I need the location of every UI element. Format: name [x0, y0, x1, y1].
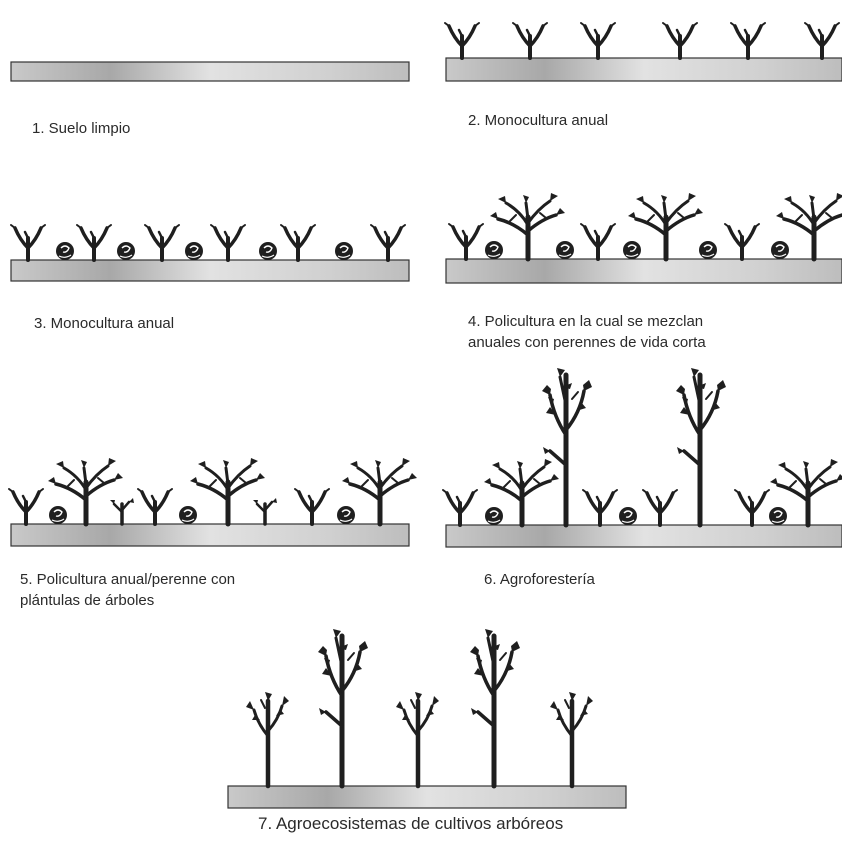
tree-icon	[318, 629, 368, 786]
cabbage-icon	[334, 241, 354, 261]
panel-3-annual-monoculture-mixed	[9, 223, 410, 282]
annual-seedling-icon	[136, 487, 174, 526]
annual-seedling-icon	[661, 21, 699, 60]
cabbage-icon	[178, 505, 198, 525]
panel-7-tree-crop-agroecosystems	[227, 629, 627, 809]
panel-4-annual-perennial-polyculture	[445, 193, 842, 284]
cabbage-icon	[258, 241, 278, 261]
cabbage-icon	[555, 240, 575, 260]
perennial-shrub-icon	[190, 458, 265, 524]
cabbage-icon	[768, 506, 788, 526]
panel-2-caption: 2. Monocultura anual	[468, 112, 609, 129]
panel-3-caption: 3. Monocultura anual	[34, 315, 175, 332]
cabbage-icon	[770, 240, 790, 260]
cabbage-icon	[484, 506, 504, 526]
cabbage-icon	[698, 240, 718, 260]
panel-1-clean-soil	[10, 61, 410, 82]
panel-7-caption: 7. Agroecosistemas de cultivos arbóreos	[258, 814, 564, 833]
soil-strip	[10, 259, 410, 282]
annual-seedling-icon	[723, 222, 761, 261]
soil-strip	[10, 61, 410, 82]
soil-strip	[227, 785, 627, 809]
annual-seedling-icon	[579, 222, 617, 261]
tree-icon	[246, 692, 289, 786]
caption-line: plántulas de árboles	[20, 592, 155, 609]
cabbage-icon	[116, 241, 136, 261]
cabbage-icon	[484, 240, 504, 260]
tree-seedling-icon	[108, 496, 136, 526]
caption-line: anuales con perennes de vida corta	[468, 334, 706, 351]
soil-strip	[445, 57, 842, 82]
panel-5-caption: 5. Policultura anual/perenne con plántul…	[20, 569, 235, 611]
soil-strip	[445, 258, 842, 284]
soil-strip	[10, 523, 410, 547]
annual-seedling-icon	[209, 223, 247, 262]
tree-seedling-icon	[251, 496, 279, 526]
annual-seedling-icon	[369, 223, 407, 262]
cabbage-icon	[184, 241, 204, 261]
cabbage-icon	[622, 240, 642, 260]
panel-6-agroforestry	[441, 368, 842, 548]
panel-1-caption: 1. Suelo limpio	[32, 120, 131, 137]
tree-icon	[542, 368, 592, 525]
tree-icon	[470, 629, 520, 786]
cabbage-icon	[336, 505, 356, 525]
annual-seedling-icon	[641, 488, 679, 527]
caption-line: 5. Policultura anual/perenne con	[20, 571, 236, 588]
annual-seedling-icon	[733, 488, 771, 527]
panel-6-caption: 6. Agroforestería	[484, 571, 595, 588]
annual-seedling-icon	[447, 222, 485, 261]
annual-seedling-icon	[293, 487, 331, 526]
annual-seedling-icon	[579, 21, 617, 60]
annual-seedling-icon	[511, 21, 549, 60]
panel-4-caption: 4. Policultura en la cual se mezclan anu…	[468, 311, 706, 353]
annual-seedling-icon	[803, 21, 841, 60]
tree-icon	[396, 692, 439, 786]
tree-icon	[676, 368, 726, 525]
panel-5-polyculture-with-tree-seedlings	[7, 458, 417, 547]
annual-seedling-icon	[441, 488, 479, 527]
annual-seedling-icon	[7, 487, 45, 526]
annual-seedling-icon	[729, 21, 767, 60]
annual-seedling-icon	[143, 223, 181, 262]
soil-strip	[445, 524, 842, 548]
annual-seedling-icon	[9, 223, 47, 262]
tree-icon	[550, 692, 593, 786]
annual-seedling-icon	[279, 223, 317, 262]
caption-line: 4. Policultura en la cual se mezclan	[468, 313, 704, 330]
annual-seedling-icon	[581, 488, 619, 527]
annual-seedling-icon	[75, 223, 113, 262]
cabbage-icon	[55, 241, 75, 261]
panel-2-annual-monoculture	[443, 21, 842, 82]
cabbage-icon	[48, 505, 68, 525]
cabbage-icon	[618, 506, 638, 526]
annual-seedling-icon	[443, 21, 481, 60]
